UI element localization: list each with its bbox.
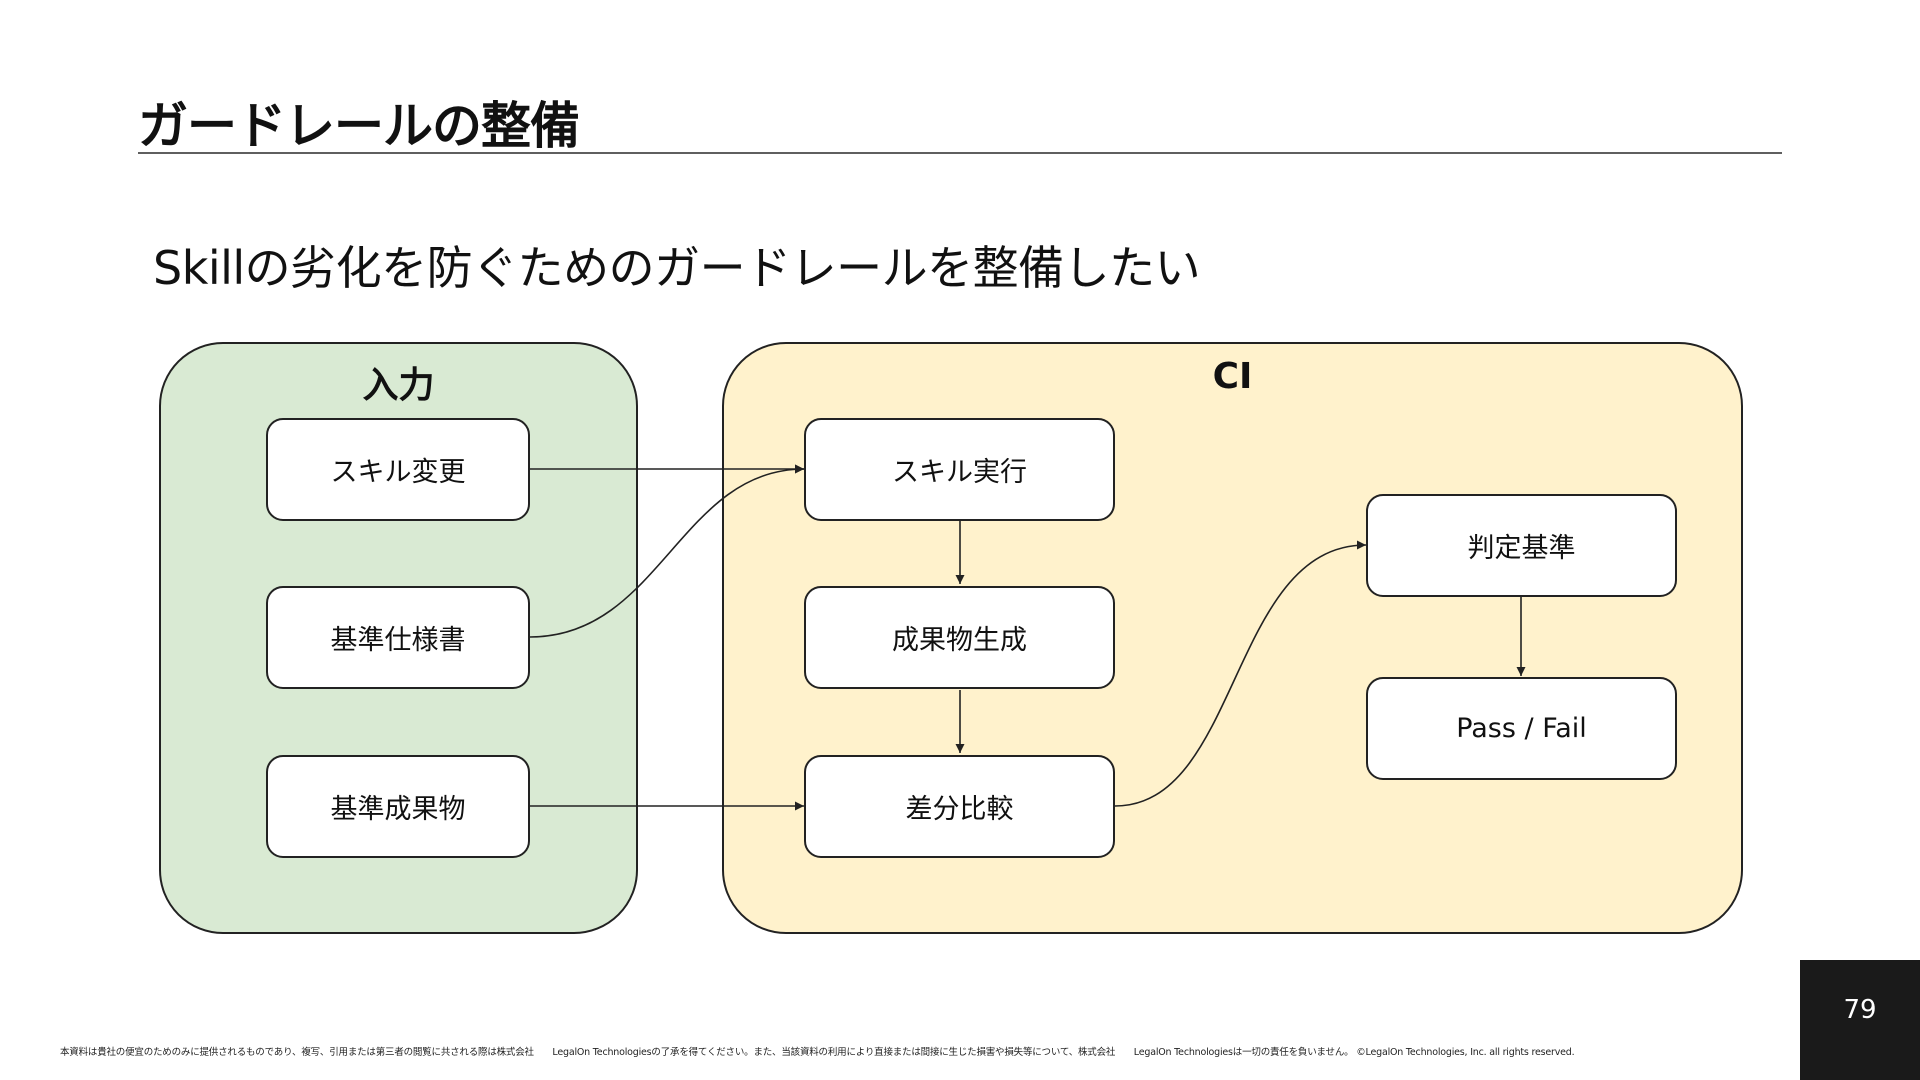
node-skill-change: スキル変更 — [266, 418, 530, 521]
node-base-spec: 基準仕様書 — [266, 586, 530, 689]
slide-subtitle: Skillの劣化を防ぐためのガードレールを整備したい — [153, 241, 1201, 295]
title-divider — [138, 152, 1782, 154]
node-artifact-gen: 成果物生成 — [804, 586, 1115, 689]
footer-disclaimer: 本資料は貴社の便宜のためのみに提供されるものであり、複写、引用または第三者の閲覧… — [60, 1047, 1575, 1058]
group-input-label: 入力 — [362, 365, 435, 406]
node-skill-run: スキル実行 — [804, 418, 1115, 521]
edge-diff-compare-to-criteria — [1114, 540, 1367, 807]
node-diff-compare: 差分比較 — [804, 755, 1115, 858]
edge-base-spec-to-skill-run — [529, 464, 805, 638]
node-base-artifact: 基準成果物 — [266, 755, 530, 858]
group-ci-label: CI — [1212, 356, 1253, 397]
page-number: 79 — [1800, 960, 1920, 1080]
slide-title: ガードレールの整備 — [138, 97, 580, 155]
node-criteria: 判定基準 — [1366, 494, 1677, 597]
node-pass-fail: Pass / Fail — [1366, 677, 1677, 780]
